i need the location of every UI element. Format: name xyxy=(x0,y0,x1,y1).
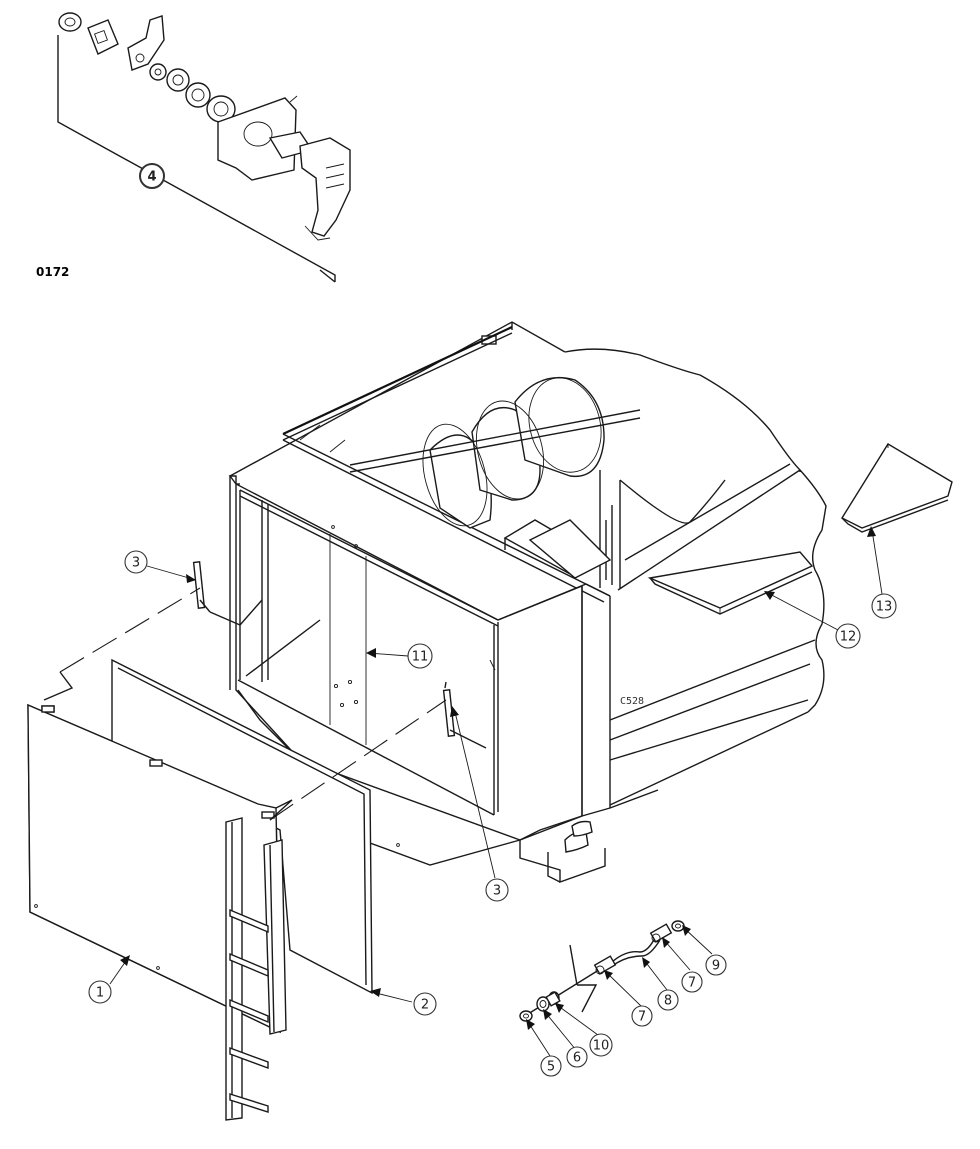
callout-11: 11 xyxy=(408,644,432,668)
nut-5 xyxy=(520,1011,532,1021)
callout-5-label: 5 xyxy=(547,1060,555,1075)
latch-square-plate xyxy=(88,20,118,54)
callout-3b-label: 3 xyxy=(493,884,501,899)
callout-13-label: 13 xyxy=(876,600,893,615)
latch-knob xyxy=(59,13,81,31)
callout-10: 10 xyxy=(590,1034,612,1056)
callout-7b: 7 xyxy=(682,972,702,992)
plate-13 xyxy=(842,444,952,532)
callout-5: 5 xyxy=(541,1056,561,1076)
callout-10-label: 10 xyxy=(593,1039,610,1054)
callout-12-label: 12 xyxy=(840,630,857,645)
callout-8: 8 xyxy=(658,990,678,1010)
part-reference: C528 xyxy=(620,696,644,707)
callout-4: 4 xyxy=(140,164,164,188)
latch-handle xyxy=(270,132,350,240)
callout-3b: 3 xyxy=(486,879,508,901)
callout-9: 9 xyxy=(706,955,726,975)
latch-assembly-detail: 4 0172 xyxy=(36,13,350,282)
callout-13: 13 xyxy=(872,594,896,618)
callout-4-label: 4 xyxy=(147,170,156,185)
callout-2-label: 2 xyxy=(421,998,429,1013)
latch-washers xyxy=(150,64,235,122)
callout-6-label: 6 xyxy=(573,1051,581,1066)
callout-8-label: 8 xyxy=(664,994,672,1009)
callout-9-label: 9 xyxy=(712,959,720,974)
callout-3a: 3 xyxy=(125,551,147,573)
callout-1-label: 1 xyxy=(96,986,104,1001)
callout-11-label: 11 xyxy=(412,650,429,665)
callout-6: 6 xyxy=(567,1047,587,1067)
callout-7a-label: 7 xyxy=(638,1010,646,1025)
callout-2: 2 xyxy=(414,993,436,1015)
callout-1: 1 xyxy=(89,981,111,1003)
plate-12 xyxy=(650,552,812,614)
terminal-9 xyxy=(672,921,684,931)
callout-7a: 7 xyxy=(632,1006,652,1026)
callout-3a-label: 3 xyxy=(132,556,140,571)
latch-cam xyxy=(128,16,164,70)
callout-12: 12 xyxy=(836,624,860,648)
auger-flights xyxy=(300,370,640,533)
callout-7b-label: 7 xyxy=(688,976,696,991)
drawing-code: 0172 xyxy=(36,265,69,279)
connector-7b xyxy=(651,924,672,942)
